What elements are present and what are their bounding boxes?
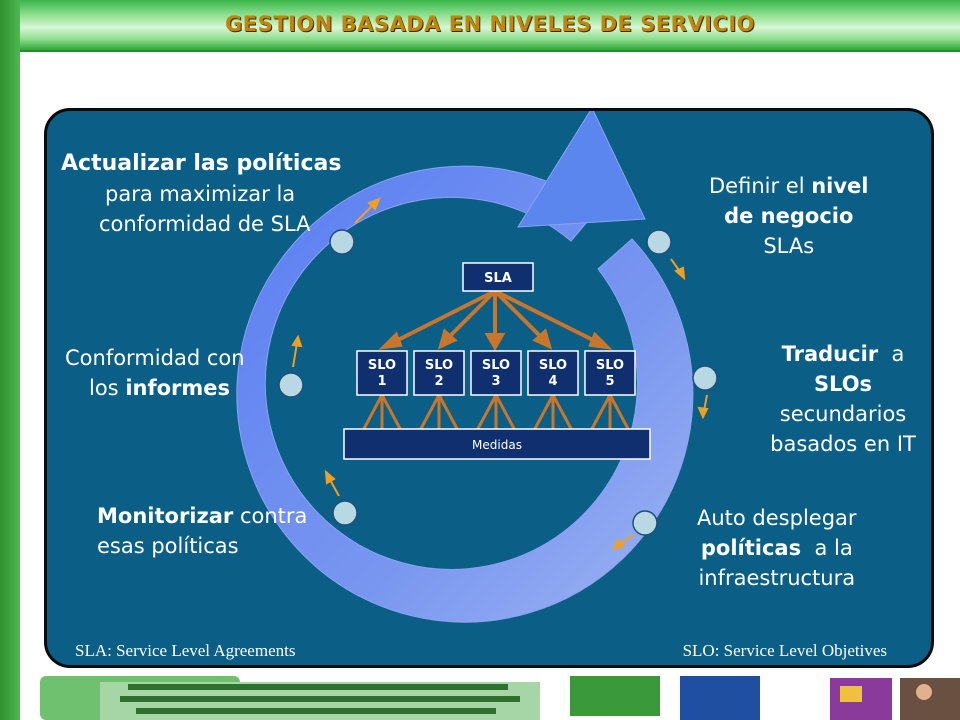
- slo-box-label: SLO: [539, 358, 567, 373]
- slo-box-5: [584, 350, 636, 396]
- slo-box-label: SLO: [425, 358, 453, 373]
- node-actualizar: [329, 229, 355, 255]
- medidas-connector-line: [362, 394, 384, 430]
- medidas-connector-line: [590, 394, 612, 430]
- step-traducir: Traducir a SLOs secundarios basados en I…: [770, 342, 916, 456]
- left-accent-bar: [0, 0, 20, 720]
- cycle-arrowhead: [517, 111, 646, 228]
- sla-box-label: SLA: [484, 271, 512, 286]
- slo-box-number: 3: [491, 374, 500, 389]
- step-monitorizar: Monitorizar contra esas políticas: [97, 504, 308, 558]
- slo-box-number: 4: [548, 374, 557, 389]
- page-title: GESTION BASADA EN NIVELES DE SERVICIO: [225, 12, 755, 36]
- slo-box-number: 5: [605, 374, 614, 389]
- node-monitorizar: [332, 500, 358, 526]
- slo-box-number: 1: [377, 374, 386, 389]
- slo-box-label: SLO: [596, 358, 624, 373]
- flow-arrow-6: [292, 342, 298, 368]
- slo-box-3: [470, 350, 522, 396]
- node-traducir: [692, 365, 718, 391]
- sla-box: [462, 262, 534, 292]
- node-definir: [646, 229, 672, 255]
- step-conformidad: Conformidad con los informes: [65, 346, 245, 400]
- node-auto: [632, 510, 658, 536]
- step-actualizar: Actualizar las políticas para maximizar …: [61, 151, 342, 236]
- step-auto: Auto desplegar políticas a la infraestru…: [697, 506, 857, 590]
- slo-box-1: [356, 350, 408, 396]
- medidas-connector-line: [380, 394, 402, 430]
- slo-box-number: 2: [434, 374, 443, 389]
- sla-arrow-1: [391, 289, 496, 345]
- footnote-sla: SLA: Service Level Agreements: [75, 641, 296, 660]
- sla-arrow-5: [494, 289, 600, 345]
- footer-banner: [40, 676, 960, 720]
- sla-arrow-2: [445, 289, 497, 341]
- medidas-connector-line: [437, 394, 459, 430]
- title-bar: GESTION BASADA EN NIVELES DE SERVICIO: [20, 0, 960, 52]
- medidas-connector-line: [533, 394, 555, 430]
- medidas-connector-line: [419, 394, 441, 430]
- sla-arrow-4: [493, 289, 545, 341]
- step-definir: Definir el nivel de negocio SLAs: [709, 174, 869, 258]
- logo-convenio: [680, 676, 760, 720]
- slo-box-4: [527, 350, 579, 396]
- logo-uis: [570, 676, 660, 716]
- slo-box-label: SLO: [368, 358, 396, 373]
- slo-box-2: [413, 350, 465, 396]
- medidas-box-label: Medidas: [472, 438, 522, 452]
- footnote-slo: SLO: Service Level Objetives: [682, 641, 887, 660]
- medidas-box: [343, 428, 651, 460]
- slo-box-label: SLO: [482, 358, 510, 373]
- node-conformidad: [278, 372, 304, 398]
- medidas-connectors: [362, 394, 630, 430]
- thumb-2: [900, 678, 960, 720]
- medidas-connector-line: [494, 394, 516, 430]
- medidas-connector-line: [551, 394, 573, 430]
- medidas-connector-line: [476, 394, 498, 430]
- medidas-connector-line: [608, 394, 630, 430]
